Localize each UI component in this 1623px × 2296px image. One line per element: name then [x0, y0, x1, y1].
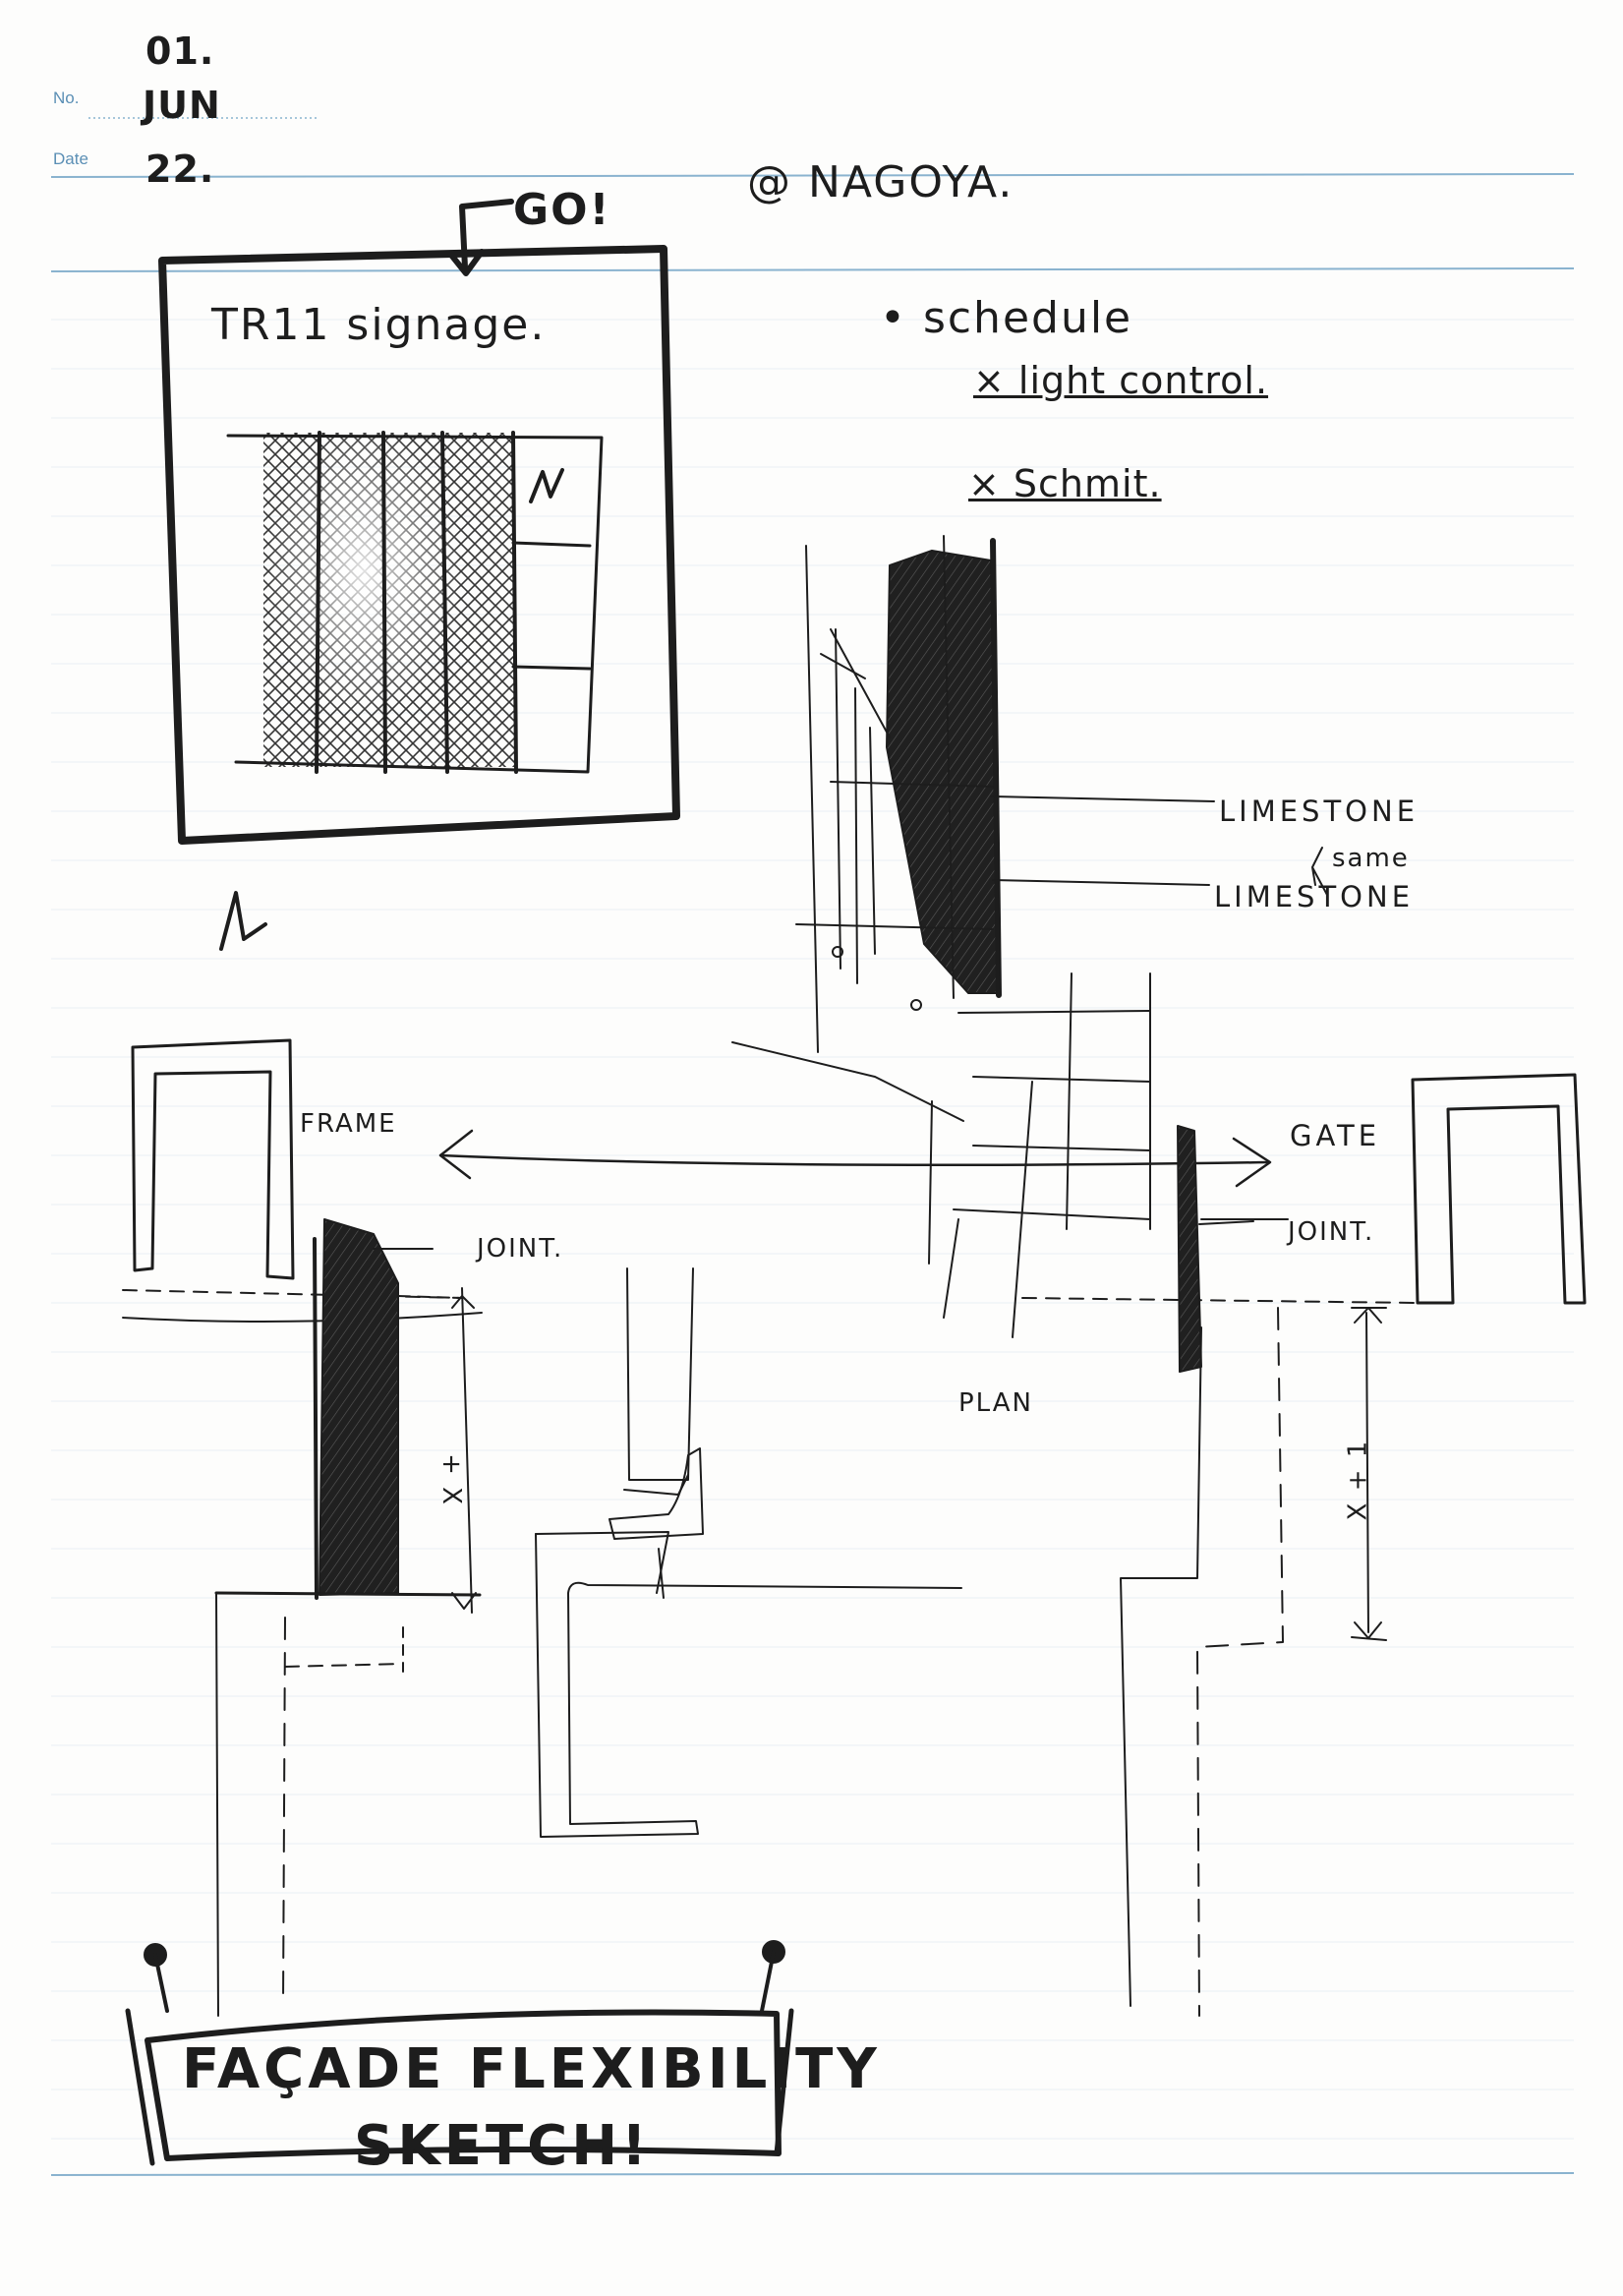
note-date: 22. — [145, 147, 215, 191]
go-arrow — [447, 199, 514, 276]
step-profile — [535, 1267, 962, 1838]
frame-left — [122, 1038, 483, 1323]
note-light-control: × light control. — [973, 359, 1269, 402]
banner-scroll — [125, 1940, 794, 2166]
note-schmit: × Schmit. — [968, 462, 1162, 505]
label-dimension-left: + X — [435, 1453, 466, 1506]
note-go: GO! — [513, 185, 611, 235]
check-mark — [219, 891, 267, 951]
no-label: No. — [53, 88, 80, 107]
panel-left — [214, 1218, 482, 2017]
limestone-detail — [731, 535, 1215, 1338]
same-arrow — [1311, 847, 1328, 896]
note-location: @ NAGOYA. — [747, 157, 1014, 207]
signage-frame — [158, 245, 680, 845]
note-month: JUN — [143, 84, 221, 127]
gate-right — [1021, 1073, 1587, 1305]
label-joint-left: JOINT. — [477, 1234, 564, 1264]
banner-subtitle: SKETCH! — [354, 2114, 651, 2178]
label-joint-right: JOINT. — [1288, 1217, 1375, 1247]
note-number: 01. — [145, 29, 215, 73]
date-label: Date — [53, 149, 88, 168]
label-limestone-top: LIMESTONE — [1219, 795, 1420, 828]
panel-right — [1120, 1125, 1387, 2017]
label-frame: FRAME — [300, 1109, 397, 1139]
banner-title: FAÇADE FLEXIBILITY — [182, 2037, 881, 2101]
label-gate: GATE — [1290, 1119, 1381, 1152]
note-signage: TR11 signage. — [211, 300, 547, 350]
label-plan: PLAN — [958, 1388, 1033, 1418]
note-schedule: • schedule — [880, 293, 1133, 343]
label-same: same — [1332, 844, 1410, 873]
label-dimension-right: X + 1 — [1343, 1439, 1373, 1521]
double-arrow — [438, 1129, 1272, 1188]
label-limestone-bottom: LIMESTONE — [1214, 880, 1415, 913]
